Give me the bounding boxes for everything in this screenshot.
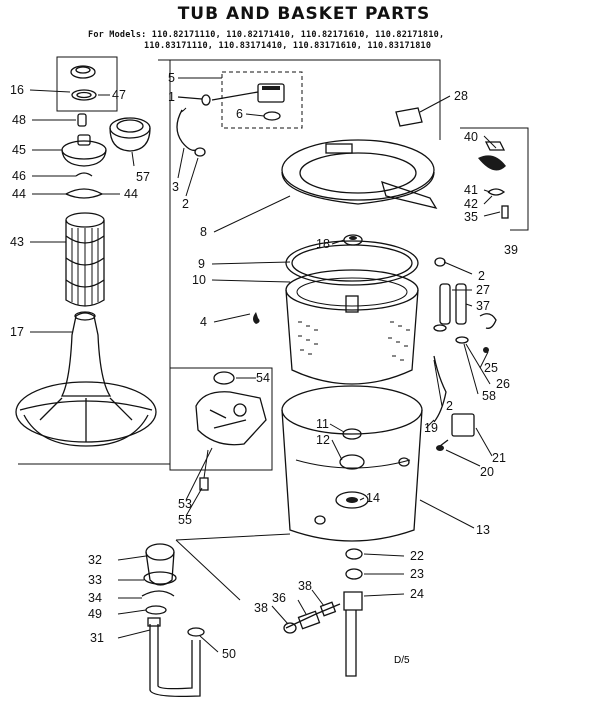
callout-25: 25 <box>484 361 498 375</box>
callout-38-left: 38 <box>254 601 268 615</box>
leader-lines <box>29 77 501 653</box>
callout-50: 50 <box>222 647 236 661</box>
agitator-assembly <box>15 56 171 465</box>
callout-57: 57 <box>136 170 150 184</box>
footer-code: D/5 <box>394 655 410 666</box>
callout-22: 22 <box>410 549 424 563</box>
callout-11: 11 <box>316 417 329 431</box>
callout-23: 23 <box>410 567 424 581</box>
callout-38-top: 38 <box>298 579 312 593</box>
pump-assembly <box>169 367 273 491</box>
model-list-line-1: For Models: 110.82171110, 110.82171410, … <box>88 30 445 40</box>
callout-32: 32 <box>88 553 102 567</box>
callout-12: 12 <box>316 433 330 447</box>
callout-46: 46 <box>12 169 26 183</box>
callout-24: 24 <box>410 587 424 601</box>
callout-2-right: 2 <box>478 269 485 283</box>
callout-28: 28 <box>454 89 468 103</box>
callout-26: 26 <box>496 377 510 391</box>
callout-49: 49 <box>88 607 102 621</box>
callout-5: 5 <box>168 71 175 85</box>
callout-55: 55 <box>178 513 192 527</box>
model-list-line-2: 110.83171110, 110.83171410, 110.83171610… <box>144 41 432 51</box>
callout-2-mid: 2 <box>446 399 453 413</box>
outer-tub <box>281 385 423 542</box>
basket <box>285 234 419 385</box>
callout-40: 40 <box>464 130 478 144</box>
callout-58: 58 <box>482 389 496 403</box>
callout-16: 16 <box>10 83 24 97</box>
center-pump-hoses <box>283 548 363 677</box>
callout-39: 39 <box>504 243 518 257</box>
callout-36: 36 <box>272 591 286 605</box>
callout-37: 37 <box>476 299 490 313</box>
callout-33: 33 <box>88 573 102 587</box>
callout-6: 6 <box>236 107 243 121</box>
callout-35: 35 <box>464 210 478 224</box>
callout-labels: 16 47 48 45 57 46 44 44 43 17 5 1 6 3 2 … <box>10 71 518 661</box>
callout-47: 47 <box>112 88 126 102</box>
callout-53: 53 <box>178 497 192 511</box>
callout-1: 1 <box>168 90 175 104</box>
callout-42: 42 <box>464 197 478 211</box>
callout-10: 10 <box>192 273 206 287</box>
callout-48: 48 <box>12 113 26 127</box>
callout-44-left: 44 <box>12 187 26 201</box>
callout-17: 17 <box>10 325 24 339</box>
callout-45: 45 <box>12 143 26 157</box>
callout-2-top: 2 <box>182 197 189 211</box>
callout-21: 21 <box>492 451 506 465</box>
callout-20: 20 <box>480 465 494 479</box>
callout-19: 19 <box>424 421 438 435</box>
callout-18: 18 <box>316 237 330 251</box>
callout-9: 9 <box>198 257 205 271</box>
callout-41: 41 <box>464 183 478 197</box>
callout-13: 13 <box>476 523 490 537</box>
callout-3: 3 <box>172 180 179 194</box>
diagram-title: TUB AND BASKET PARTS <box>177 4 431 24</box>
callout-54: 54 <box>256 371 270 385</box>
callout-14: 14 <box>366 491 380 505</box>
part-4-clip <box>253 312 260 324</box>
callout-31: 31 <box>90 631 104 645</box>
callout-34: 34 <box>88 591 102 605</box>
fill-hose-group <box>176 71 303 157</box>
callout-43: 43 <box>10 235 24 249</box>
tub-ring <box>281 139 438 209</box>
callout-8: 8 <box>200 225 207 239</box>
callout-27: 27 <box>476 283 490 297</box>
callout-44-right: 44 <box>124 187 138 201</box>
callout-4: 4 <box>200 315 207 329</box>
lid-switch-group <box>460 127 529 231</box>
drain-hose <box>141 533 291 698</box>
